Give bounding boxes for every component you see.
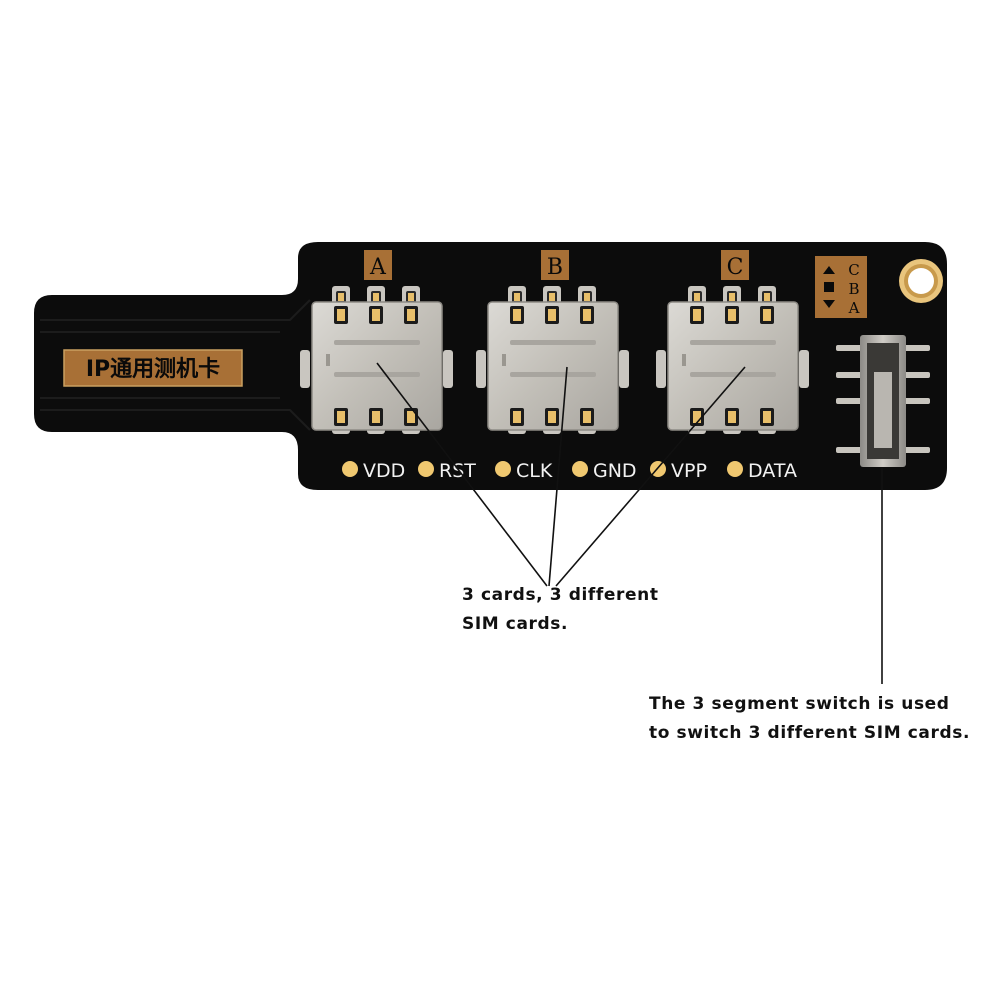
pin-label-data: DATA [748, 460, 797, 482]
pin-dot [572, 461, 588, 477]
square-icon [824, 282, 834, 292]
pin-label-clk: CLK [516, 460, 553, 482]
switch-pos-a: A [848, 299, 860, 317]
switch-knob [874, 372, 892, 448]
pin-labels: VDD RST CLK GND VPP DATA [342, 460, 797, 482]
callout-cards-line1: 3 cards, 3 different [462, 585, 659, 605]
callout-cards-line2: SIM cards. [462, 614, 569, 634]
pin-dot [495, 461, 511, 477]
mounting-hole [899, 259, 943, 303]
callout-sim-cards: 3 cards, 3 different SIM cards. [462, 581, 659, 639]
slot-letter-badge [721, 250, 749, 280]
sim-holders [300, 286, 809, 434]
slide-switch [836, 335, 930, 467]
switch-legend: C B A [815, 256, 867, 318]
slot-letters: A B C [364, 250, 749, 280]
pin-label-rst: RST [439, 460, 476, 482]
sim-holder-a [300, 286, 453, 434]
board-label-badge: IP通用测机卡 [63, 349, 243, 387]
slot-letter-b: B [547, 255, 563, 280]
pin-dot [418, 461, 434, 477]
pin-label-gnd: GND [593, 460, 637, 482]
slot-letter-c: C [727, 255, 744, 280]
switch-pos-c: C [848, 261, 859, 279]
switch-pos-b: B [848, 280, 859, 298]
sim-holder-b [476, 286, 629, 434]
slot-letter-a: A [369, 255, 387, 280]
pin-label-vdd: VDD [363, 460, 405, 482]
arrow-up-icon [823, 266, 835, 274]
sim-holder-c [656, 286, 809, 434]
pcb-traces [40, 299, 311, 431]
pin-dot [727, 461, 743, 477]
callout-switch: The 3 segment switch is used to switch 3… [649, 690, 970, 748]
pin-dot [342, 461, 358, 477]
pin-label-vpp: VPP [671, 460, 707, 482]
callout-lines [376, 362, 883, 684]
callout-switch-line1: The 3 segment switch is used [649, 694, 950, 714]
board-label: IP通用测机卡 [86, 357, 220, 382]
slot-letter-badge [541, 250, 569, 280]
arrow-down-icon [823, 300, 835, 308]
callout-switch-line2: to switch 3 different SIM cards. [649, 723, 971, 743]
slot-letter-badge [364, 250, 392, 280]
